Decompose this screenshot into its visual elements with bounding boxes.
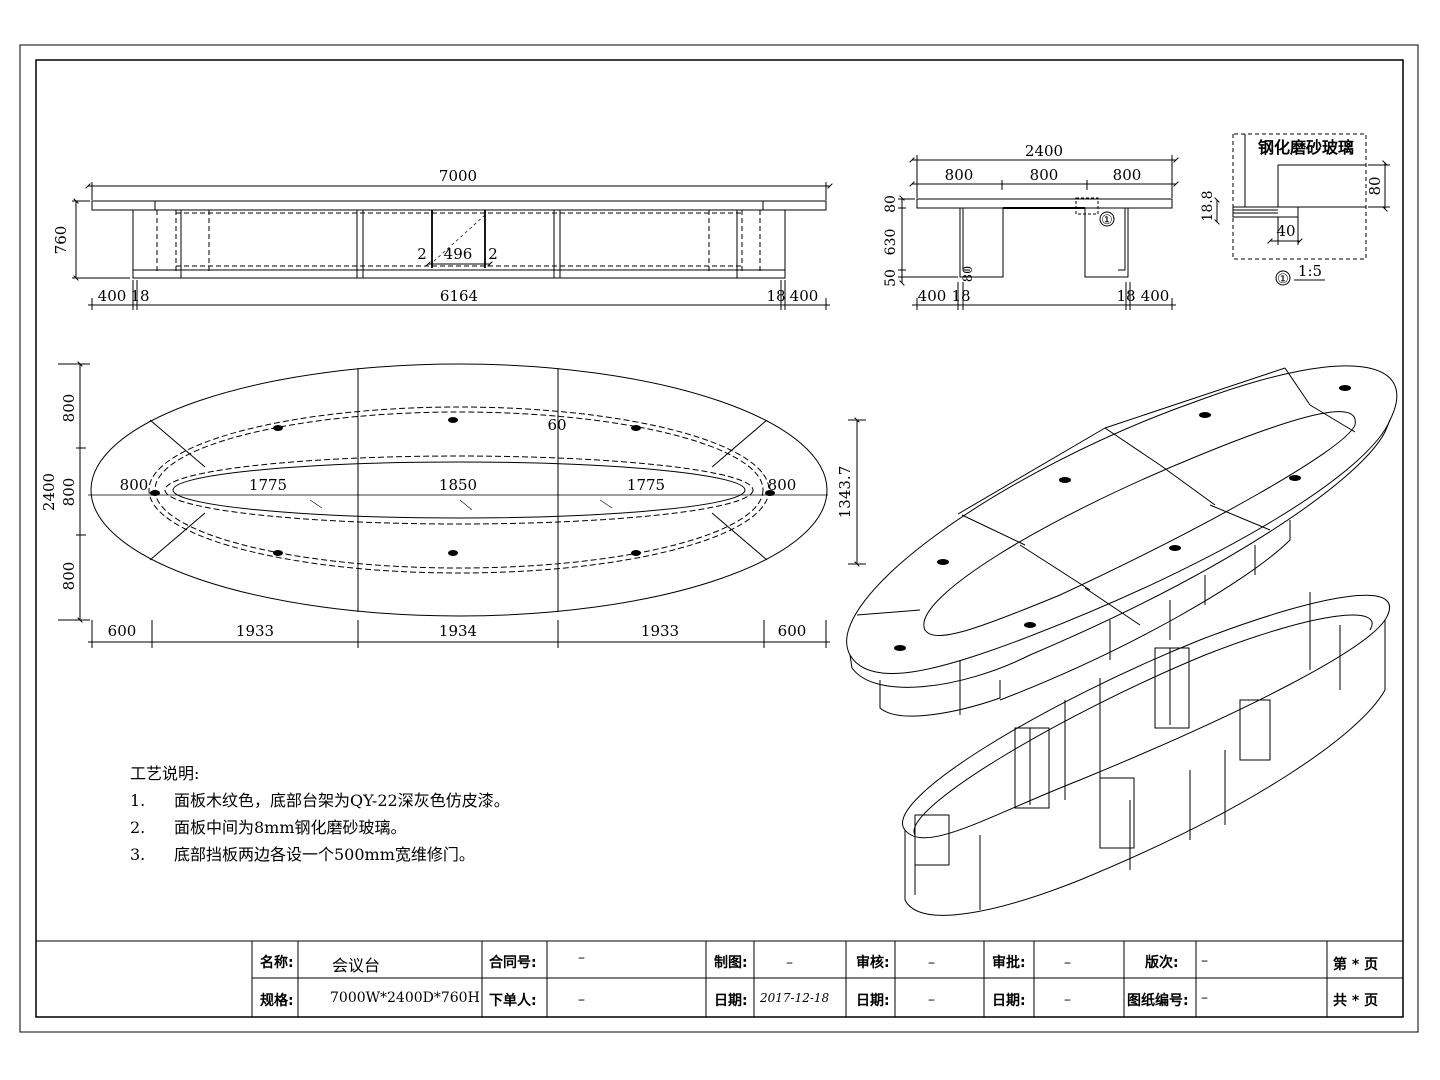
version-value: – bbox=[1201, 953, 1208, 969]
iso-table-frame bbox=[902, 592, 1391, 916]
side-callout: ① bbox=[1101, 213, 1113, 228]
detail-dim-80: 80 bbox=[1366, 176, 1384, 195]
approve-value: – bbox=[1064, 955, 1071, 971]
page-label: 第 * 页 bbox=[1333, 957, 1379, 973]
side-foot-dim: 80 bbox=[961, 266, 976, 283]
plan-bottom-dim: 600 bbox=[108, 622, 137, 640]
date1-value: 2017-12-18 bbox=[760, 991, 830, 1005]
front-bottom-dim: 400 bbox=[98, 287, 127, 305]
side-view bbox=[898, 155, 1179, 310]
plan-depth-part: 800 bbox=[60, 394, 78, 423]
side-bottom-dim: 18 bbox=[951, 287, 970, 305]
date1-label: 日期: bbox=[714, 993, 748, 1009]
note-text: 面板木纹色，底部台架为QY-22深灰色仿皮漆。 bbox=[174, 791, 510, 810]
plan-view bbox=[58, 361, 866, 648]
detail-dim-18-8: 18.8 bbox=[1200, 190, 1216, 221]
front-bottom-dim: 18 bbox=[130, 287, 149, 305]
version-label: 版次: bbox=[1145, 955, 1179, 971]
date3-label: 日期: bbox=[992, 993, 1026, 1009]
date2-label: 日期: bbox=[856, 993, 890, 1009]
detail-marker: ① bbox=[1277, 272, 1289, 287]
plan-rim-dim: 60 bbox=[547, 416, 566, 434]
side-depth-dim: 2400 bbox=[1025, 142, 1063, 160]
drawing-no-value: – bbox=[1201, 990, 1208, 1006]
note-number: 1. bbox=[130, 791, 146, 810]
drawn-value: – bbox=[786, 955, 793, 971]
side-top-dim: 800 bbox=[1113, 166, 1142, 184]
note-text: 面板中间为8mm钢化磨砂玻璃。 bbox=[174, 818, 407, 837]
plan-inner-part: 1775 bbox=[249, 476, 287, 494]
glass-label: 钢化磨砂玻璃 bbox=[1258, 138, 1354, 157]
note-item: 3. 底部挡板两边各设一个500mm宽维修门。 bbox=[130, 841, 510, 868]
review-label: 审核: bbox=[856, 955, 890, 971]
plan-bottom-dim: 1933 bbox=[236, 622, 274, 640]
name-value: 会议台 bbox=[332, 956, 381, 975]
inner-border bbox=[35, 59, 1404, 1018]
iso-table-top bbox=[846, 365, 1398, 717]
side-height-dim: 80 bbox=[883, 195, 899, 213]
side-bottom-dim: 400 bbox=[918, 287, 947, 305]
detail-scale: 1:5 bbox=[1298, 262, 1322, 280]
approve-label: 审批: bbox=[992, 955, 1026, 971]
notes-title: 工艺说明: bbox=[130, 764, 200, 783]
plan-half-depth: 1343.7 bbox=[836, 466, 854, 519]
front-view bbox=[72, 182, 833, 310]
plan-depth-total: 2400 bbox=[40, 473, 58, 511]
orderer-label: 下单人: bbox=[489, 993, 537, 1009]
note-item: 1. 面板木纹色，底部台架为QY-22深灰色仿皮漆。 bbox=[130, 787, 510, 814]
front-bottom-dim: 400 bbox=[790, 287, 819, 305]
plan-inner-left: 800 bbox=[120, 476, 149, 494]
panel-gap-left-dim: 2 bbox=[417, 245, 427, 263]
front-height-dim: 760 bbox=[52, 226, 70, 255]
date3-value: – bbox=[1064, 992, 1071, 1008]
drawing-no-label: 图纸编号: bbox=[1127, 993, 1189, 1009]
name-label: 名称: bbox=[260, 955, 294, 971]
side-height-dim: 50 bbox=[883, 269, 899, 287]
note-text: 底部挡板两边各设一个500mm宽维修门。 bbox=[174, 845, 475, 864]
spec-label: 规格: bbox=[260, 993, 294, 1009]
plan-bottom-dim: 1934 bbox=[439, 622, 477, 640]
side-bottom-dim: 18 bbox=[1116, 287, 1135, 305]
note-item: 2. 面板中间为8mm钢化磨砂玻璃。 bbox=[130, 814, 510, 841]
outer-border bbox=[19, 44, 1419, 1033]
note-number: 3. bbox=[130, 845, 146, 864]
detail-dim-40: 40 bbox=[1276, 222, 1295, 240]
date2-value: – bbox=[928, 992, 935, 1008]
glass-detail bbox=[1214, 133, 1390, 286]
orderer-value: – bbox=[578, 992, 585, 1008]
side-top-dim: 800 bbox=[945, 166, 974, 184]
contract-value: – bbox=[578, 950, 585, 966]
plan-inner-right: 800 bbox=[768, 476, 797, 494]
panel-gap-right-dim: 2 bbox=[488, 245, 498, 263]
note-number: 2. bbox=[130, 818, 146, 837]
plan-inner-part: 1775 bbox=[627, 476, 665, 494]
plan-bottom-dim: 1933 bbox=[641, 622, 679, 640]
front-bottom-dim: 6164 bbox=[440, 287, 478, 305]
contract-label: 合同号: bbox=[489, 955, 537, 971]
plan-inner-part: 1850 bbox=[439, 476, 477, 494]
total-pages-label: 共 * 页 bbox=[1333, 993, 1379, 1009]
front-bottom-dim: 18 bbox=[766, 287, 785, 305]
panel-width-dim: 496 bbox=[444, 245, 473, 263]
plan-bottom-dim: 600 bbox=[778, 622, 807, 640]
plan-depth-part: 800 bbox=[60, 478, 78, 507]
spec-value: 7000W*2400D*760H bbox=[330, 990, 480, 1006]
review-value: – bbox=[928, 955, 935, 971]
side-top-dim: 800 bbox=[1030, 166, 1059, 184]
drawn-label: 制图: bbox=[714, 955, 748, 971]
front-width-dim: 7000 bbox=[439, 167, 477, 185]
side-height-dim: 630 bbox=[883, 229, 899, 256]
side-bottom-dim: 400 bbox=[1141, 287, 1170, 305]
plan-depth-part: 800 bbox=[60, 562, 78, 591]
process-notes: 工艺说明: 1. 面板木纹色，底部台架为QY-22深灰色仿皮漆。 2. 面板中间… bbox=[130, 760, 510, 868]
